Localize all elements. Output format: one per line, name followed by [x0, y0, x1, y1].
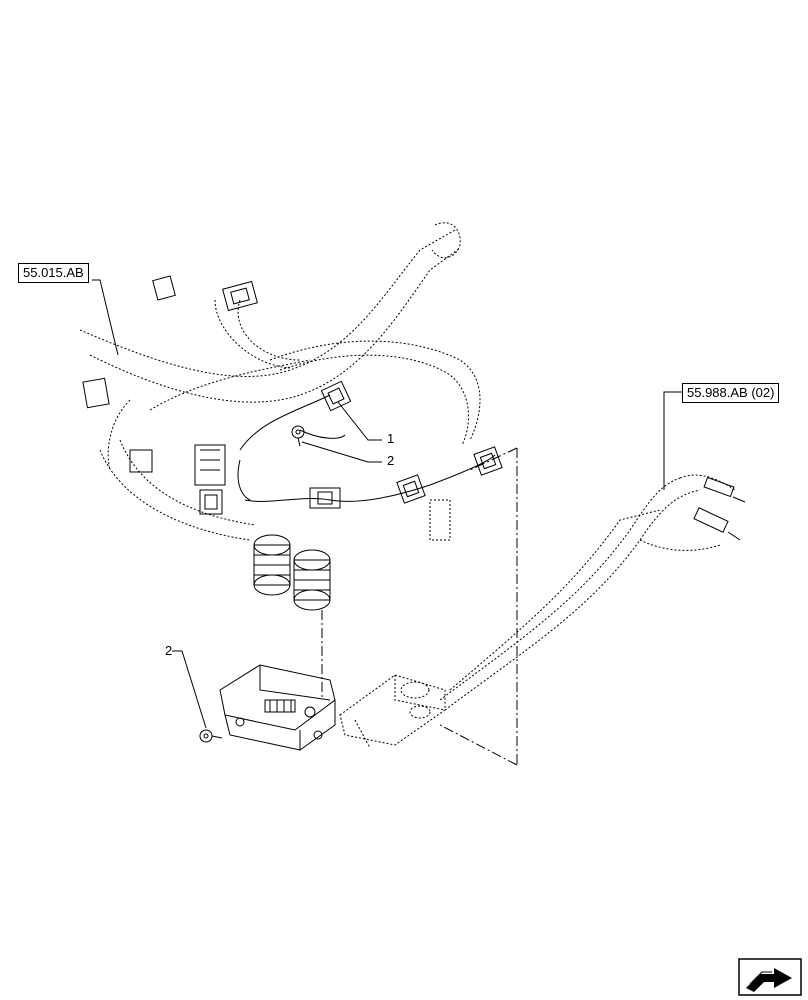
reference-label-right[interactable]: 55.988.AB (02)	[682, 383, 780, 403]
exhaust-sensor-probe-1	[703, 476, 746, 503]
callout-2-top: 2	[387, 453, 395, 468]
harness-connector-11	[129, 449, 153, 473]
sensor-cable	[439, 474, 736, 711]
callout-2-bottom: 2	[165, 643, 173, 658]
arrow-navigation-icon[interactable]	[738, 958, 802, 996]
reference-label-left[interactable]: 55.015.AB	[18, 263, 89, 283]
harness-connector-4	[194, 444, 226, 486]
harness-connector-9	[82, 377, 110, 409]
branch-harness	[237, 394, 496, 502]
harness-connector-1	[320, 380, 352, 412]
leader-ref-right	[663, 391, 682, 490]
exhaust-sensor-probe-2	[693, 507, 741, 541]
leader-2-bottom	[172, 650, 207, 729]
leader-1	[337, 401, 382, 441]
harness-end-cap	[431, 222, 461, 259]
control-module	[219, 664, 336, 751]
leader-ref-left	[92, 279, 119, 356]
harness-connector-6	[309, 487, 341, 509]
ground-terminal-top	[291, 425, 305, 447]
harness-connector-5	[199, 489, 223, 515]
ground-terminal-bottom	[199, 729, 223, 743]
harness-connector-2	[396, 474, 426, 504]
harness-connector-10	[429, 499, 451, 541]
harness-connector-7	[152, 275, 176, 301]
harness-connector-3	[473, 446, 503, 476]
sensor-module	[339, 674, 446, 749]
alignment-lines	[321, 447, 518, 766]
callout-1: 1	[387, 431, 395, 446]
harness-connector-8	[222, 280, 258, 312]
twin-coil-connectors	[253, 534, 331, 611]
main-harness	[79, 229, 481, 541]
leader-2-top	[301, 441, 382, 463]
